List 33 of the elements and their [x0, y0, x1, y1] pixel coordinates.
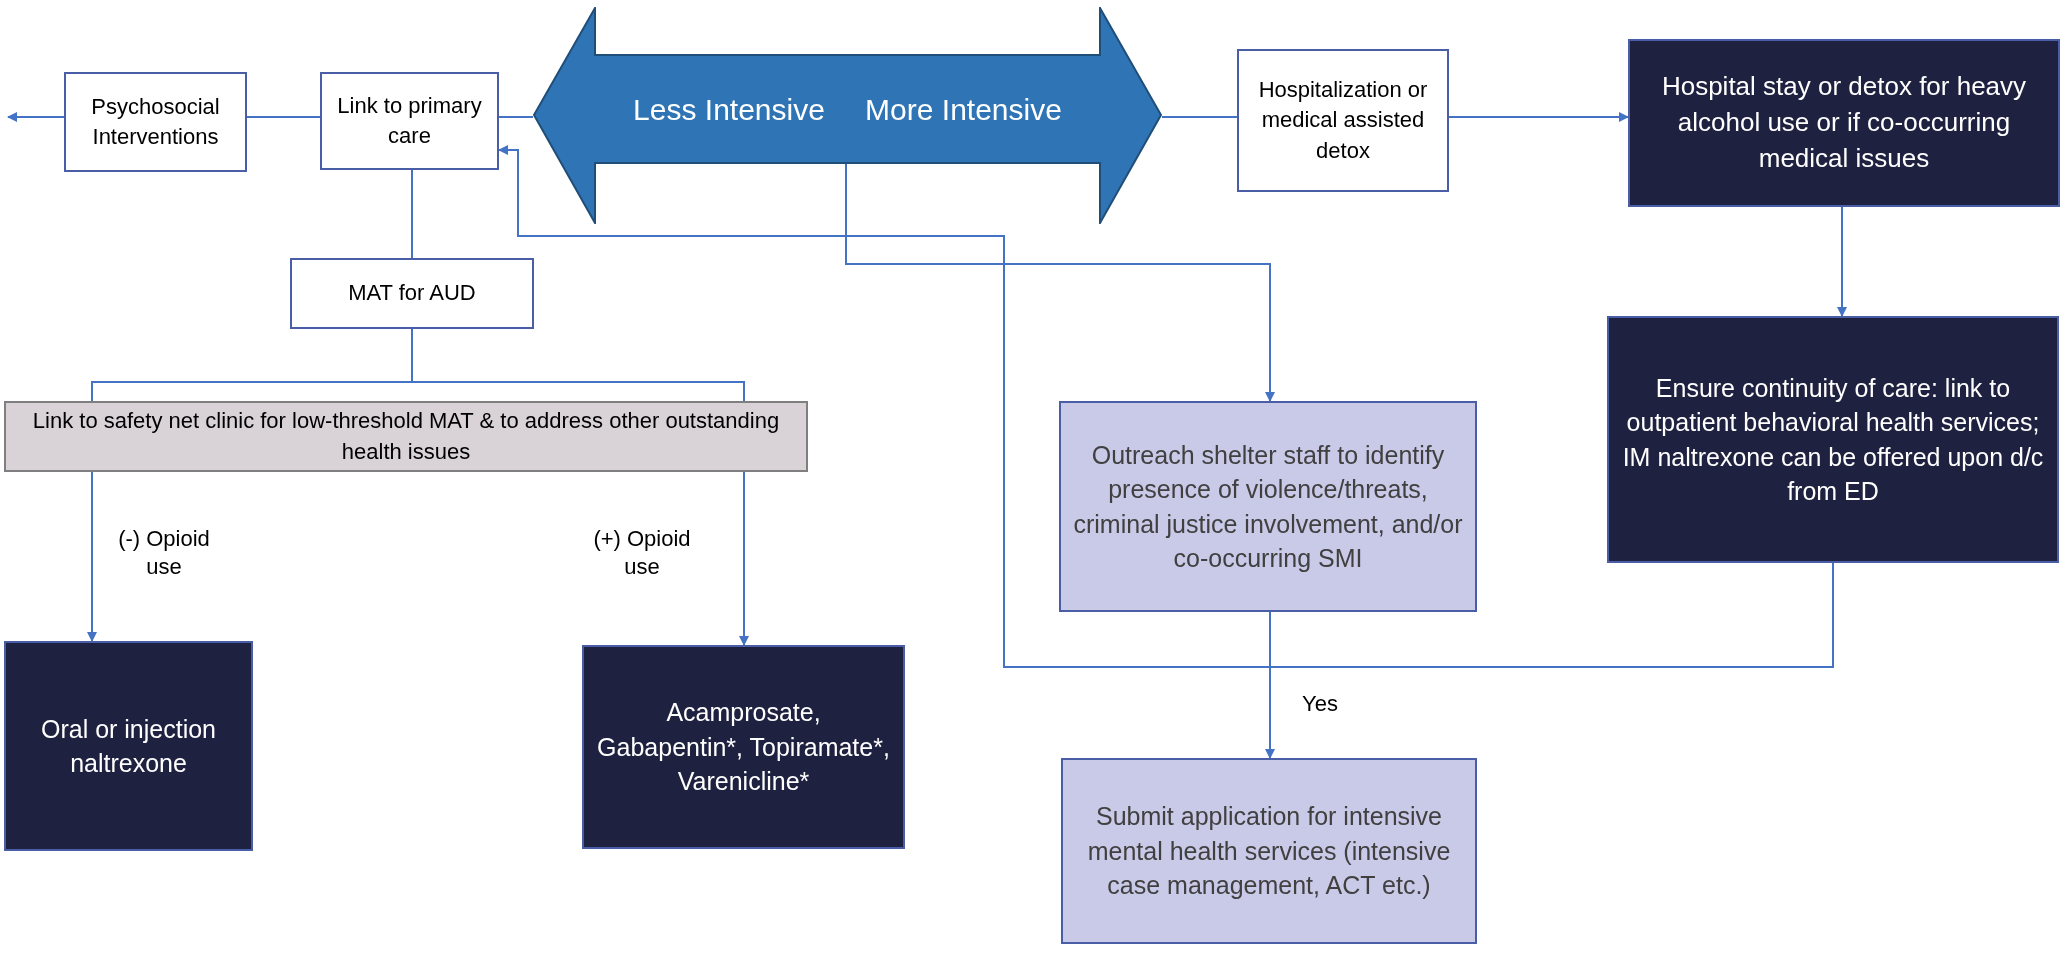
arrow-label: Less Intensive [633, 91, 825, 128]
process-box [1607, 316, 2059, 563]
box-text: Outreach shelter staff to identify presence of violence/threats, criminal justice involvement, and/or co-occurring SMI [1072, 439, 1464, 574]
box-text: Submit application for intensive mental health services (intensive case management, ACT etc.) [1086, 801, 1452, 902]
box-text: Hospital stay or detox for heavy alcohol use or if co-occurring medical issues [1660, 70, 2028, 175]
process-box [1237, 49, 1449, 192]
box-text: Ensure continuity of care: link to outpatient behavioral health services; IM naltrexone can be offered upon d/c from ED [1621, 372, 2045, 507]
connector-arrow [7, 112, 65, 122]
process-box [4, 401, 808, 472]
box-text: Link to primary care [336, 91, 483, 150]
connector-arrow [87, 471, 97, 642]
box-text: Hospitalization or medical assisted detox [1257, 76, 1429, 165]
process-box [1059, 401, 1477, 612]
connector-arrow [91, 328, 745, 402]
connector-arrow [498, 145, 1834, 668]
process-box [64, 72, 247, 172]
connector-arrow [739, 471, 749, 646]
process-box [290, 258, 534, 329]
connector-arrow [1448, 112, 1629, 122]
process-box [1061, 758, 1477, 944]
arrow-label: More Intensive [865, 91, 1062, 128]
process-box [4, 641, 253, 851]
connector-arrow [845, 162, 1275, 402]
process-box [1628, 39, 2060, 207]
connector-arrow [1265, 611, 1275, 759]
box-text: Acamprosate, Gabapentin*, Topiramate*, Varenicline* [596, 697, 891, 798]
connector-arrow [1837, 206, 1847, 317]
box-text: Psychosocial Interventions [90, 92, 221, 151]
box-text: Oral or injection naltrexone [39, 713, 218, 779]
process-box [320, 72, 499, 170]
process-box [582, 645, 905, 849]
box-text: Link to safety net clinic for low-threshold MAT & to address other outstanding health issues [31, 407, 781, 466]
box-text: MAT for AUD [348, 279, 476, 308]
